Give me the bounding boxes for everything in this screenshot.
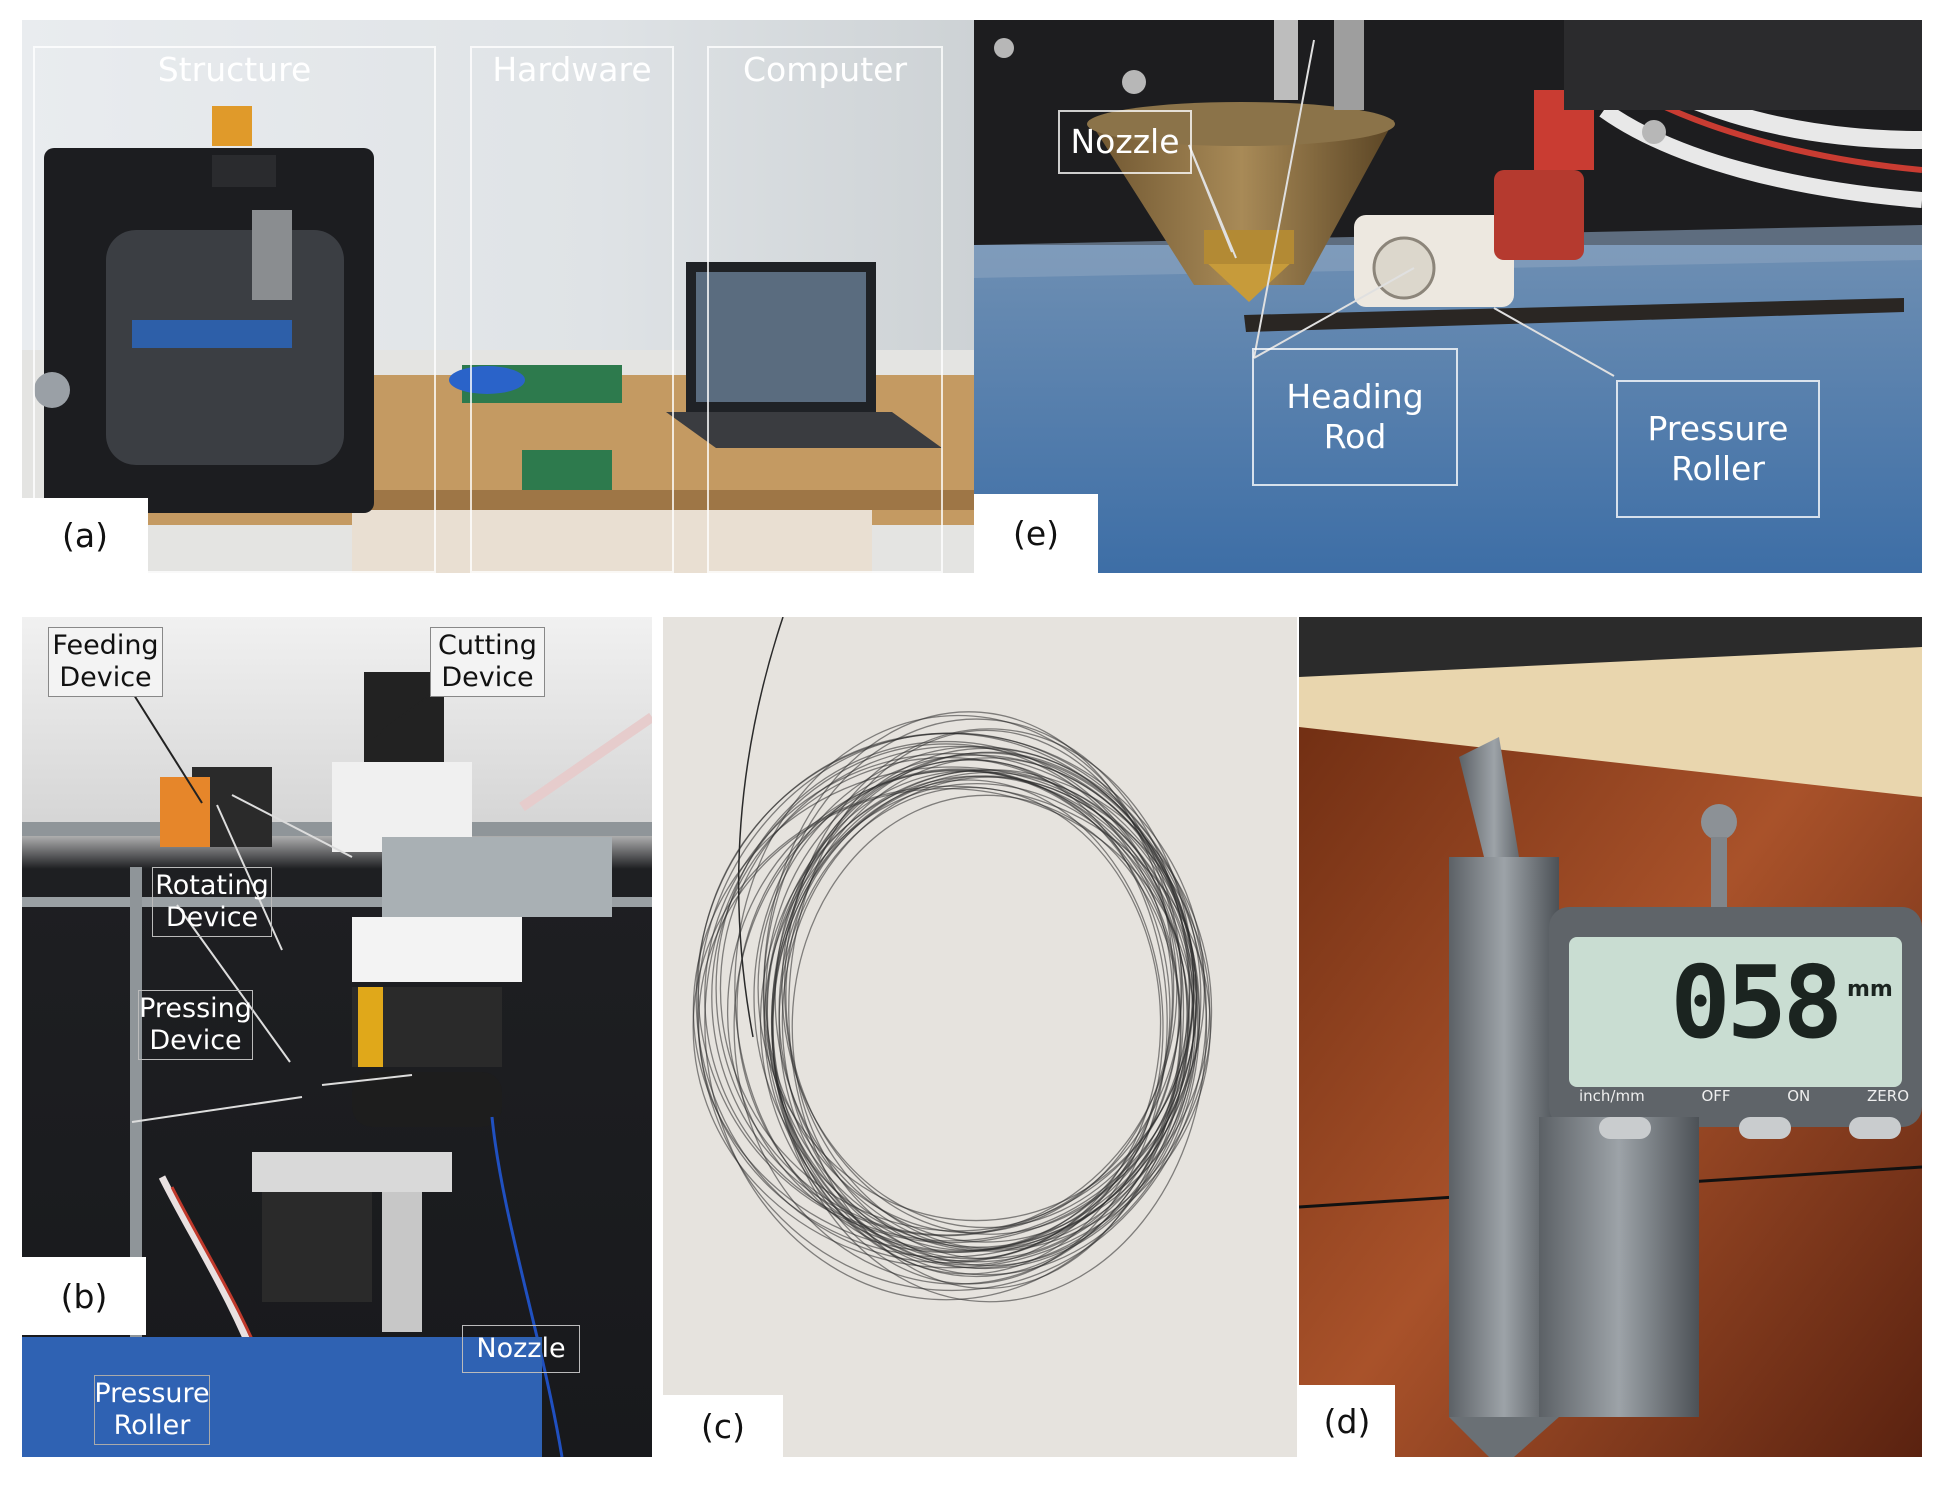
pressing-device-label: Pressing Device [139, 993, 252, 1056]
caliper-display-digits: 058 [1629, 942, 1843, 1062]
fiber-loop [726, 770, 1188, 1253]
caliper-zero-label: ZERO [1867, 1087, 1909, 1105]
panel-a-label: (a) [22, 498, 148, 573]
printer-setup-photo [22, 20, 974, 573]
nozzle-b-callout: Nozzle [462, 1325, 580, 1373]
pressing-device-callout: Pressing Device [138, 990, 253, 1060]
rotating-device-callout: Rotating Device [152, 867, 272, 937]
panel-e-label: (e) [974, 494, 1098, 573]
caliper-measurement-photo [1299, 617, 1922, 1457]
fiber-loop [715, 740, 1178, 1236]
nozzle-closeup-photo [974, 20, 1922, 573]
heading-rod-leader-line [1253, 39, 1315, 359]
panel-d-photo: 058 mm inch/mm OFF ON ZERO (d) [1299, 617, 1922, 1457]
hardware-region-box: Hardware [470, 46, 674, 573]
caliper-unit: mm [1847, 977, 1893, 1002]
caliper-buttons-row: inch/mm OFF ON ZERO [1579, 1087, 1909, 1113]
pressure-roller-callout-label: Pressure Roller [1647, 409, 1789, 488]
hardware-region-label: Hardware [492, 50, 652, 89]
fiber-loop [781, 776, 1197, 1267]
fiber-loop [692, 785, 1211, 1269]
computer-region-label: Computer [742, 50, 908, 89]
heading-rod-callout-label: Heading Rod [1286, 377, 1424, 456]
caliper-zero-button [1849, 1117, 1901, 1139]
panel-e-photo: Nozzle Heading Rod Pressure Roller (e) [974, 20, 1922, 573]
fiber-loop [778, 786, 1162, 1260]
fiber-tail [737, 617, 784, 1038]
fiber-loop [697, 732, 1207, 1292]
fiber-loop [762, 718, 1190, 1278]
caliper-onoff-button [1739, 1117, 1791, 1139]
structure-region-label: Structure [157, 50, 312, 89]
fiber-loop [785, 757, 1193, 1235]
panel-c-photo: (c) [663, 617, 1297, 1457]
nozzle-callout-label: Nozzle [1070, 122, 1180, 162]
rotating-device-label: Rotating Device [155, 870, 269, 933]
cutting-device-callout: Cutting Device [430, 627, 545, 697]
caliper-reading: 058 [1670, 943, 1843, 1061]
panel-a-photo: Structure Hardware Computer (a) [22, 20, 974, 573]
caliper-off-label: OFF [1701, 1087, 1731, 1105]
caliper-inch-mm-button [1599, 1117, 1651, 1139]
feeding-device-label: Feeding Device [52, 630, 159, 693]
panel-b-label: (b) [22, 1257, 146, 1335]
cutting-device-label: Cutting Device [438, 630, 537, 693]
fiber-loop [733, 769, 1182, 1285]
panel-d-label: (d) [1299, 1385, 1395, 1457]
panel-b-photo: Feeding Device Cutting Device Rotating D… [22, 617, 652, 1457]
caliper-on-label: ON [1787, 1087, 1811, 1105]
pressure-roller-b-label: Pressure Roller [94, 1378, 210, 1441]
feeding-device-callout: Feeding Device [48, 627, 163, 697]
pressure-roller-b-callout: Pressure Roller [94, 1375, 210, 1445]
fiber-loop [791, 794, 1182, 1260]
structure-region-box: Structure [33, 46, 436, 573]
caliper-inch-mm-label: inch/mm [1579, 1087, 1645, 1105]
fiber-loop [736, 768, 1180, 1252]
nozzle-callout: Nozzle [1058, 110, 1192, 174]
fiber-coil-photo [663, 617, 1297, 1457]
pressure-roller-callout: Pressure Roller [1616, 380, 1820, 518]
panel-c-label: (c) [663, 1395, 783, 1457]
caliper-buttons [1599, 1117, 1909, 1147]
nozzle-b-label: Nozzle [476, 1333, 566, 1365]
pressure-roller-leader-line [1493, 307, 1615, 377]
heading-rod-callout: Heading Rod [1252, 348, 1458, 486]
computer-region-box: Computer [707, 46, 943, 573]
fiber-loop [704, 752, 1198, 1242]
